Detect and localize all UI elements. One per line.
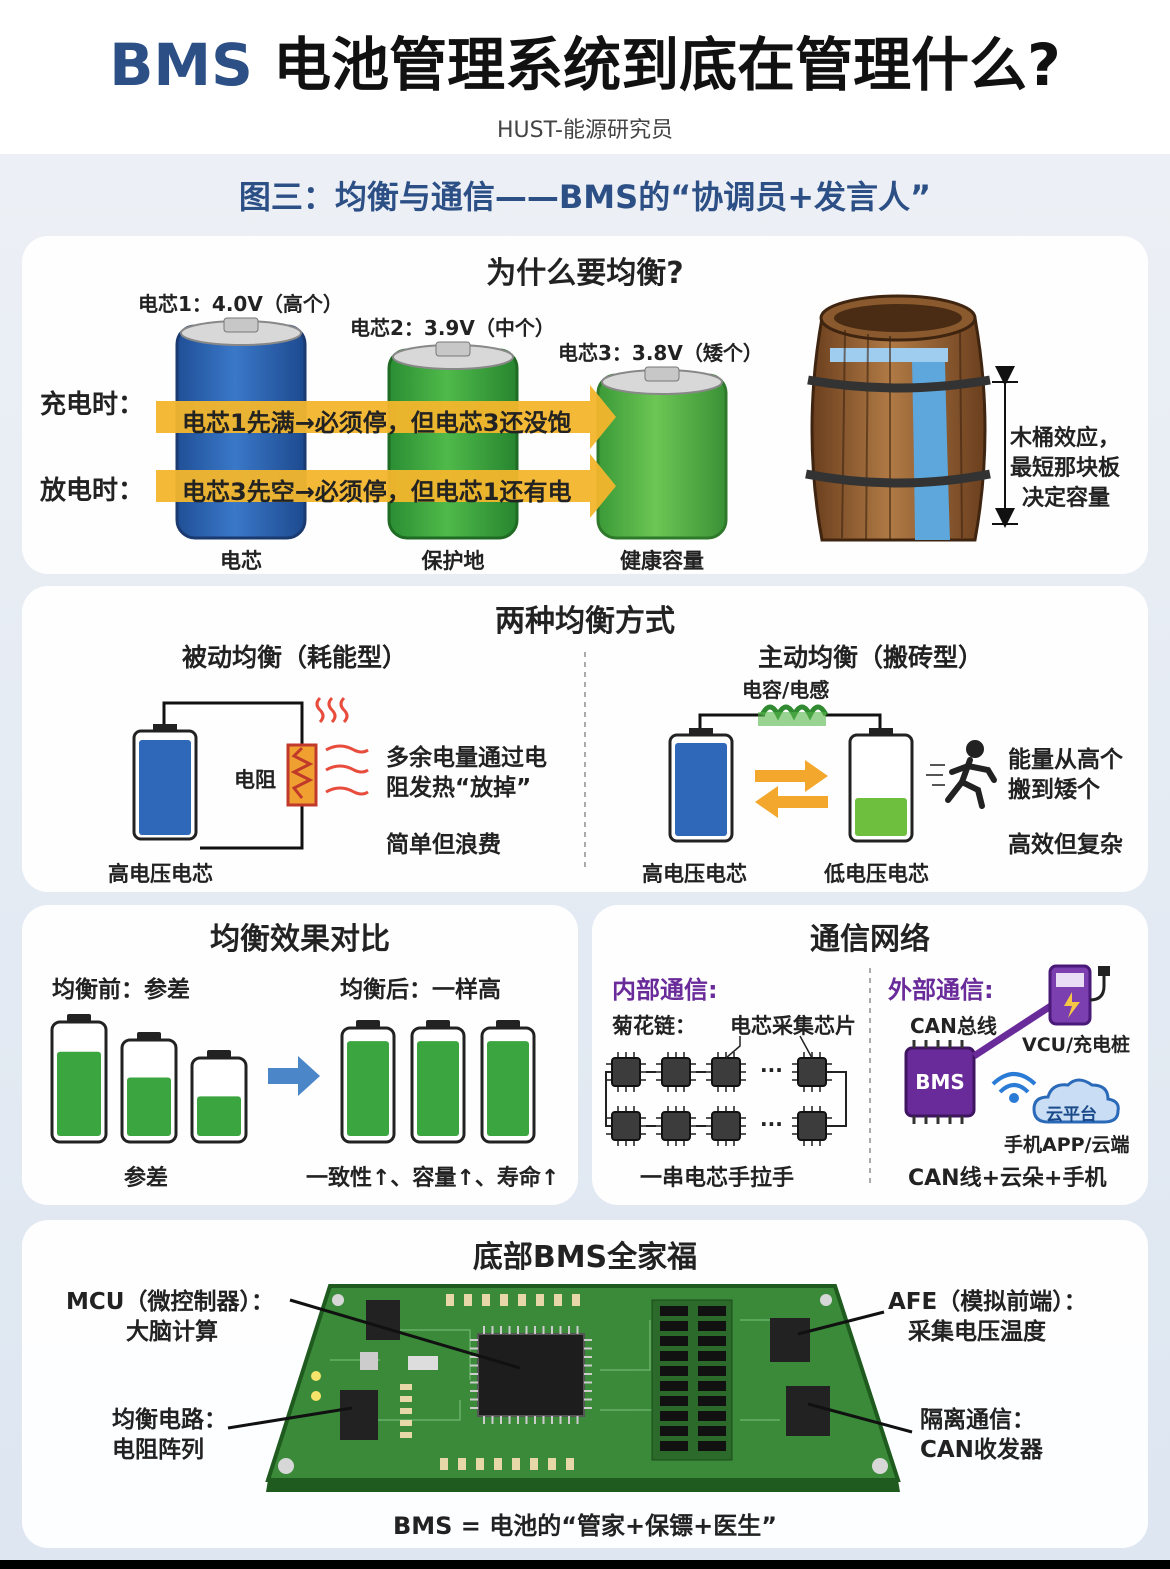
cell-1-caption: 电芯 — [220, 549, 262, 573]
pcb-board — [265, 1284, 901, 1492]
cell-2-label: 电芯2：3.9V（中个） — [350, 316, 555, 340]
cell-3-caption: 健康容量 — [620, 549, 704, 573]
before-batteries — [50, 1014, 248, 1144]
cloud-icon — [1032, 1078, 1120, 1124]
methods-title: 两种均衡方式 — [495, 604, 675, 639]
after-battery-3-fill — [487, 1041, 529, 1136]
charge-label: 充电时： — [40, 390, 145, 420]
resistor-label: 电阻 — [234, 768, 276, 792]
after-battery-1-fill — [347, 1041, 389, 1136]
family-title: 底部BMS全家福 — [472, 1240, 698, 1275]
chip-r2-4 — [792, 1106, 832, 1146]
charge-arrow — [156, 385, 616, 449]
before-caption: 参差 — [124, 1166, 169, 1191]
barrel-text-3: 决定容量 — [1022, 486, 1111, 511]
vcu-label: VCU/充电桩 — [1022, 1034, 1131, 1056]
chip-label: 电芯采集芯片 — [730, 1014, 856, 1038]
active-high-label: 高电压电芯 — [642, 862, 747, 886]
can-bus-label: CAN总线 — [910, 1014, 997, 1038]
bms-chip-label: BMS — [915, 1070, 965, 1094]
passive-cell-label: 高电压电芯 — [108, 862, 213, 886]
can-caption: CAN线+云朵+手机 — [908, 1166, 1107, 1191]
active-desc-2: 搬到矮个 — [1008, 777, 1100, 803]
app-label: 手机APP/云端 — [1004, 1134, 1130, 1156]
mcu-label-2: 大脑计算 — [126, 1319, 218, 1345]
passive-circuit — [132, 696, 369, 850]
iso-label-2: CAN收发器 — [920, 1437, 1043, 1463]
pcb-callout-lines — [227, 1298, 913, 1434]
chip-r2-2 — [656, 1106, 696, 1146]
before-battery-3-fill — [197, 1096, 241, 1136]
charger-icon — [1048, 964, 1110, 1026]
comm-title: 通信网络 — [810, 922, 930, 957]
active-note: 高效但复杂 — [1008, 832, 1123, 858]
daisy-label: 菊花链： — [612, 1014, 696, 1038]
page-title: BMS 电池管理系统到底在管理什么? — [0, 18, 1170, 102]
cell-2-caption: 保护地 — [421, 549, 485, 573]
discharge-text: 电芯3先空→必须停，但电芯1还有电 — [182, 478, 572, 506]
after-caption: 一致性↑、容量↑、寿命↑ — [306, 1166, 560, 1191]
passive-desc-2: 阻发热“放掉” — [386, 775, 532, 801]
barrel-text-1: 木桶效应， — [1010, 426, 1121, 451]
active-low-label: 低电压电芯 — [824, 862, 929, 886]
before-label: 均衡前：参差 — [52, 977, 190, 1003]
after-batteries — [340, 1020, 536, 1144]
afe-label-2: 采集电压温度 — [908, 1319, 1046, 1345]
active-title: 主动均衡（搬砖型） — [758, 643, 984, 672]
passive-note: 简单但浪费 — [386, 832, 501, 858]
active-circuit — [668, 704, 997, 843]
before-battery-1-fill — [57, 1051, 101, 1136]
discharge-arrow — [156, 454, 616, 518]
chip-r1-3 — [706, 1052, 746, 1092]
after-label: 均衡后：一样高 — [340, 977, 501, 1003]
inductor-label: 电容/电感 — [742, 678, 830, 702]
balance-label-1: 均衡电路： — [112, 1407, 227, 1433]
panel-methods — [22, 586, 1148, 892]
active-desc-1: 能量从高个 — [1008, 747, 1123, 773]
bottom-bar — [0, 1560, 1170, 1569]
title-main: 电池管理系统到底在管理什么? — [252, 31, 1061, 99]
cell-3-drawing — [596, 366, 728, 540]
bms-chip-drawing — [904, 997, 1062, 1124]
chip-r1-4 — [792, 1052, 832, 1092]
chain-caption: 一串电芯手拉手 — [640, 1166, 795, 1191]
afe-label-1: AFE（模拟前端）： — [888, 1289, 1087, 1315]
title-prefix: BMS — [109, 31, 253, 99]
chain-dots-top: ··· — [760, 1058, 783, 1082]
cell-2-drawing — [387, 341, 519, 540]
internal-label: 内部通信: — [612, 976, 718, 1004]
author: HUST-能源研究员 — [497, 118, 673, 143]
discharge-label: 放电时： — [40, 476, 145, 506]
passive-desc-1: 多余电量通过电 — [386, 745, 547, 771]
barrel-text-2: 最短那块板 — [1010, 456, 1121, 481]
before-battery-2-fill — [127, 1077, 171, 1136]
family-footer: BMS = 电池的“管家+保镖+医生” — [392, 1512, 778, 1540]
balance-label-2: 电阻阵列 — [112, 1437, 204, 1463]
chip-r2-3 — [706, 1106, 746, 1146]
chip-r1-2 — [656, 1052, 696, 1092]
external-label: 外部通信: — [888, 976, 994, 1004]
daisy-chain — [605, 1035, 847, 1146]
cloud-label: 云平台 — [1046, 1105, 1097, 1125]
cell-1-label: 电芯1：4.0V（高个） — [138, 292, 343, 316]
passive-title: 被动均衡（耗能型） — [182, 643, 408, 672]
chip-r2-1 — [606, 1106, 646, 1146]
charge-text: 电芯1先满→必须停，但电芯3还没饱 — [182, 409, 572, 437]
iso-label-1: 隔离通信： — [920, 1407, 1035, 1433]
subtitle: 图三：均衡与通信——BMS的“协调员+发言人” — [238, 178, 932, 216]
why-title: 为什么要均衡? — [486, 256, 684, 291]
header-band — [0, 0, 1170, 154]
after-battery-2-fill — [417, 1041, 459, 1136]
mcu-label-1: MCU（微控制器）： — [66, 1289, 274, 1315]
effect-title: 均衡效果对比 — [210, 922, 390, 957]
chain-dots-bottom: ··· — [760, 1112, 783, 1136]
cell-3-label: 电芯3：3.8V（矮个） — [558, 341, 763, 365]
effect-arrow — [268, 1056, 320, 1096]
barrel-drawing — [805, 294, 1018, 542]
